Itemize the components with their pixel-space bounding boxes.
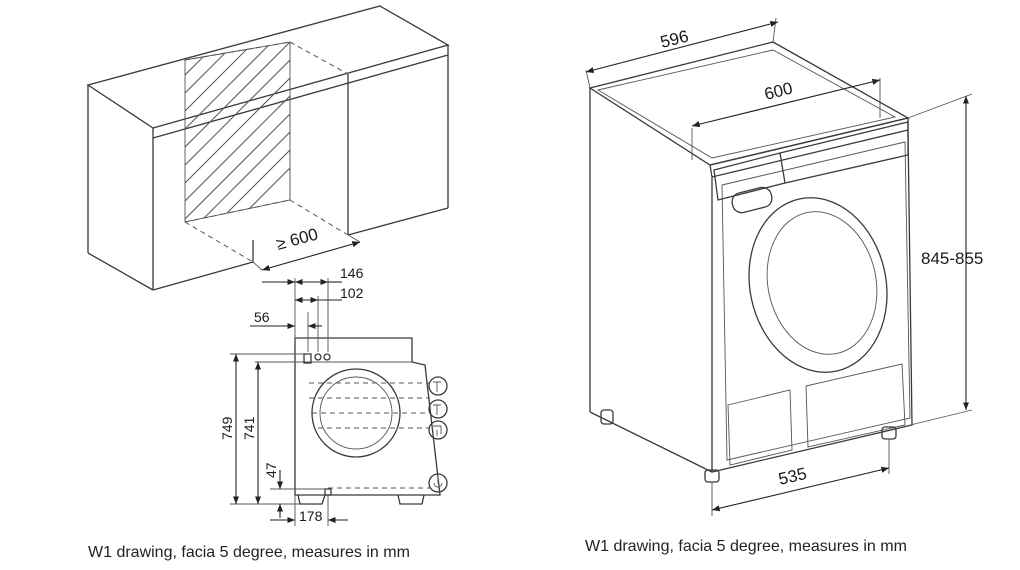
depth-dim-label: 600 xyxy=(762,79,794,104)
dim-56-label: 56 xyxy=(254,309,270,325)
dim-178-label: 178 xyxy=(299,508,323,524)
dim-741-label: 741 xyxy=(241,416,257,440)
width-dim-label: 596 xyxy=(658,27,690,52)
power-connection-icon xyxy=(428,473,448,493)
niche-diagram: ≥ 600 xyxy=(86,5,450,291)
washing-machine-diagram: 596 600 845-855 535 xyxy=(585,17,983,516)
niche-width-label: ≥ 600 xyxy=(274,225,320,254)
drain-connection-icon xyxy=(428,420,448,440)
left-caption: W1 drawing, facia 5 degree, measures in … xyxy=(88,544,410,561)
dim-102-label: 102 xyxy=(340,285,364,301)
side-view-diagram: 146 102 56 749 741 47 178 xyxy=(219,265,448,526)
right-caption: W1 drawing, facia 5 degree, measures in … xyxy=(585,538,907,555)
dim-146-label: 146 xyxy=(340,265,364,281)
bottom-dim-label: 535 xyxy=(777,464,809,489)
height-dim-label: 845-855 xyxy=(921,249,983,268)
water-connection-icon xyxy=(428,376,448,396)
dim-47-label: 47 xyxy=(263,462,279,478)
dim-749-label: 749 xyxy=(219,416,235,440)
hot-water-connection-icon xyxy=(428,399,448,419)
